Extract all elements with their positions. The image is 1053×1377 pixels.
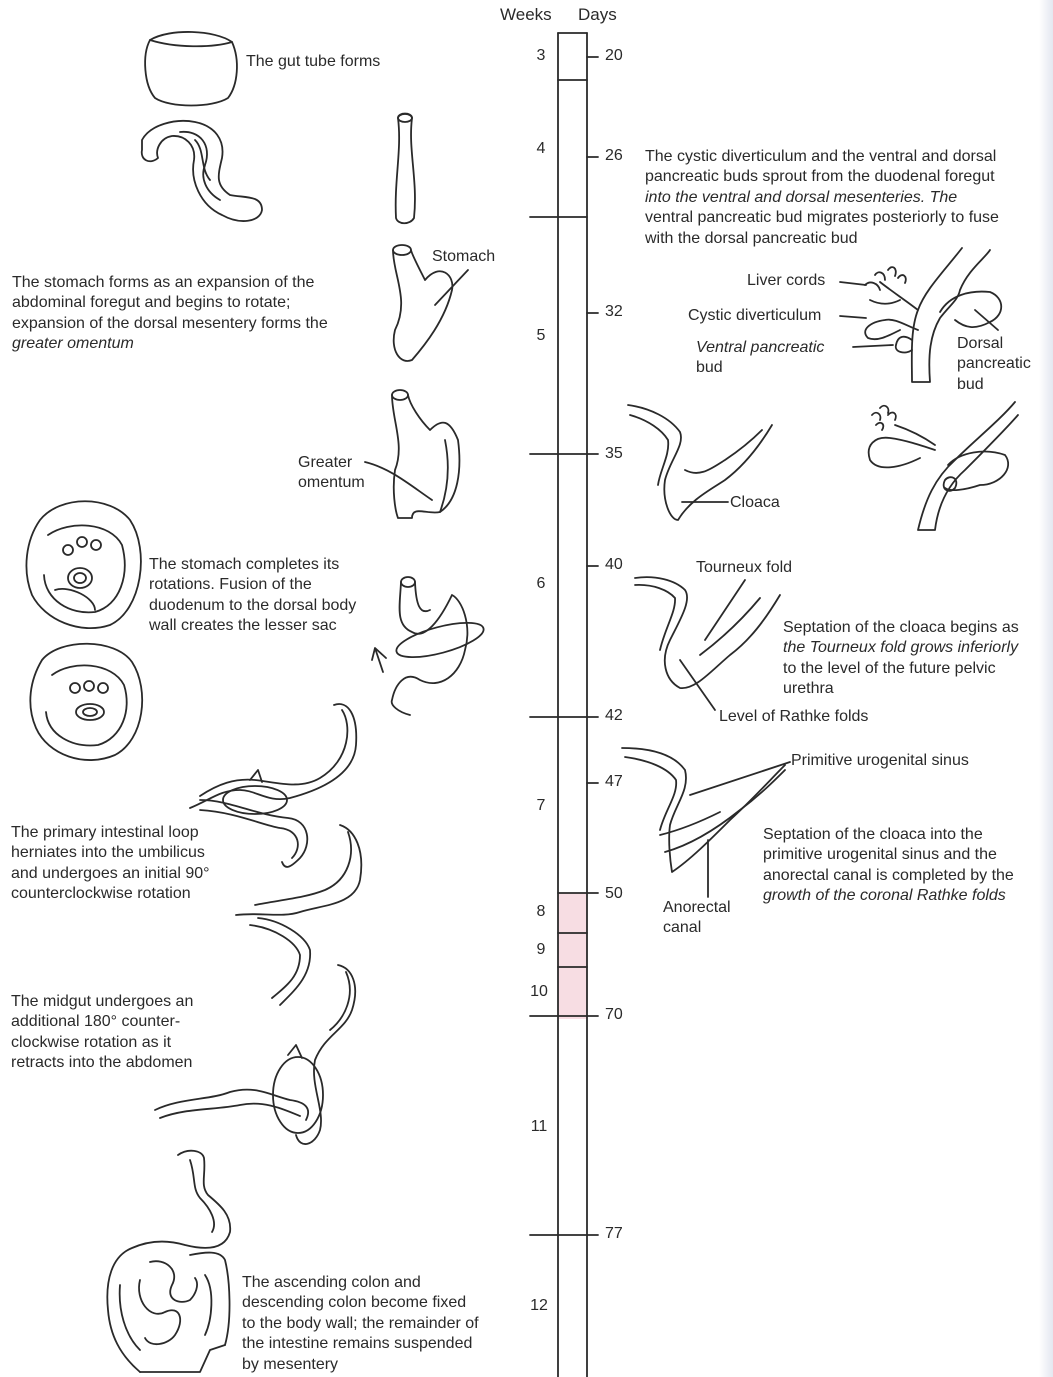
week-label: 7 [526, 797, 556, 815]
greater-omentum-label: Greater omentum [298, 453, 365, 494]
cross-section-upper-drawing [26, 501, 140, 628]
days-header: Days [578, 5, 617, 25]
primary-loop-text: The primary intestinal loop herniates in… [11, 823, 210, 905]
fused-pancreas-drawing [869, 402, 1018, 530]
week-label: 10 [524, 983, 554, 1001]
rotation-arrow [372, 648, 386, 672]
greater-omentum-leader [365, 462, 432, 500]
week-label: 11 [524, 1118, 554, 1136]
day-label: 42 [605, 707, 623, 725]
cross-section-lower-drawing [30, 644, 142, 760]
tourneux-fold-drawing [635, 577, 780, 710]
stomach-completes-text: The stomach completes its rotations. Fus… [149, 555, 356, 637]
timeline-bar [530, 33, 598, 1377]
week-label: 5 [526, 327, 556, 345]
tourneux-leader [705, 580, 745, 640]
ventral-bud-label: Ventral pancreatic bud [696, 338, 824, 379]
foregut-loop-drawing [142, 121, 262, 221]
week-label: 3 [526, 47, 556, 65]
urogenital-sinus-label: Primitive urogenital sinus [791, 751, 969, 771]
rotated-stomach-drawing [372, 577, 487, 715]
primary-loop-drawing [190, 704, 356, 867]
weeks-header: Weeks [500, 5, 552, 25]
stomach-forms-text: The stomach forms as an expansion of the… [12, 273, 328, 355]
stomach-label: Stomach [432, 247, 495, 267]
liver-cords-leader [840, 282, 866, 285]
esophagus-tube-drawing [396, 114, 415, 224]
final-intestine-drawing [107, 1151, 230, 1372]
urogenital-leader [690, 762, 790, 795]
cystic-diverticulum-text: The cystic diverticulum and the ventral … [645, 147, 999, 249]
day-label: 20 [605, 47, 623, 65]
week-label: 8 [526, 903, 556, 921]
day-label: 26 [605, 147, 623, 165]
tourneux-label: Tourneux fold [696, 558, 792, 578]
dorsal-bud-label: Dorsal pancreatic bud [957, 334, 1031, 395]
day-label: 47 [605, 773, 623, 791]
day-label: 77 [605, 1225, 623, 1243]
liver-cords-label: Liver cords [747, 271, 825, 291]
day-label: 40 [605, 556, 623, 574]
pink-band [558, 893, 587, 1019]
midgut-text: The midgut undergoes an additional 180° … [11, 992, 193, 1074]
rathke-leader [680, 660, 715, 710]
septation-begins-text: Septation of the cloaca begins as the To… [783, 618, 1019, 700]
stomach-leader [435, 270, 468, 305]
week-label: 9 [526, 941, 556, 959]
week-label: 12 [524, 1297, 554, 1315]
week-label: 6 [526, 575, 556, 593]
day-label: 70 [605, 1006, 623, 1024]
cloaca-label: Cloaca [730, 493, 780, 513]
cystic-diverticulum-label: Cystic diverticulum [688, 306, 821, 326]
anorectal-canal-label: Anorectal canal [663, 898, 731, 939]
retracting-loop-drawing [236, 825, 361, 1005]
rathke-folds-label: Level of Rathke folds [719, 707, 868, 727]
day-label: 50 [605, 885, 623, 903]
greater-omentum-drawing [365, 390, 459, 518]
septation-completed-text: Septation of the cloaca into the primiti… [763, 825, 1014, 907]
gut-tube-label: The gut tube forms [246, 52, 380, 72]
cystic-div-leader [840, 316, 866, 318]
day-label: 35 [605, 445, 623, 463]
ventral-bud-leader [853, 345, 893, 347]
week-label: 4 [526, 140, 556, 158]
day-label: 32 [605, 303, 623, 321]
colon-text: The ascending colon and descending colon… [242, 1273, 479, 1375]
